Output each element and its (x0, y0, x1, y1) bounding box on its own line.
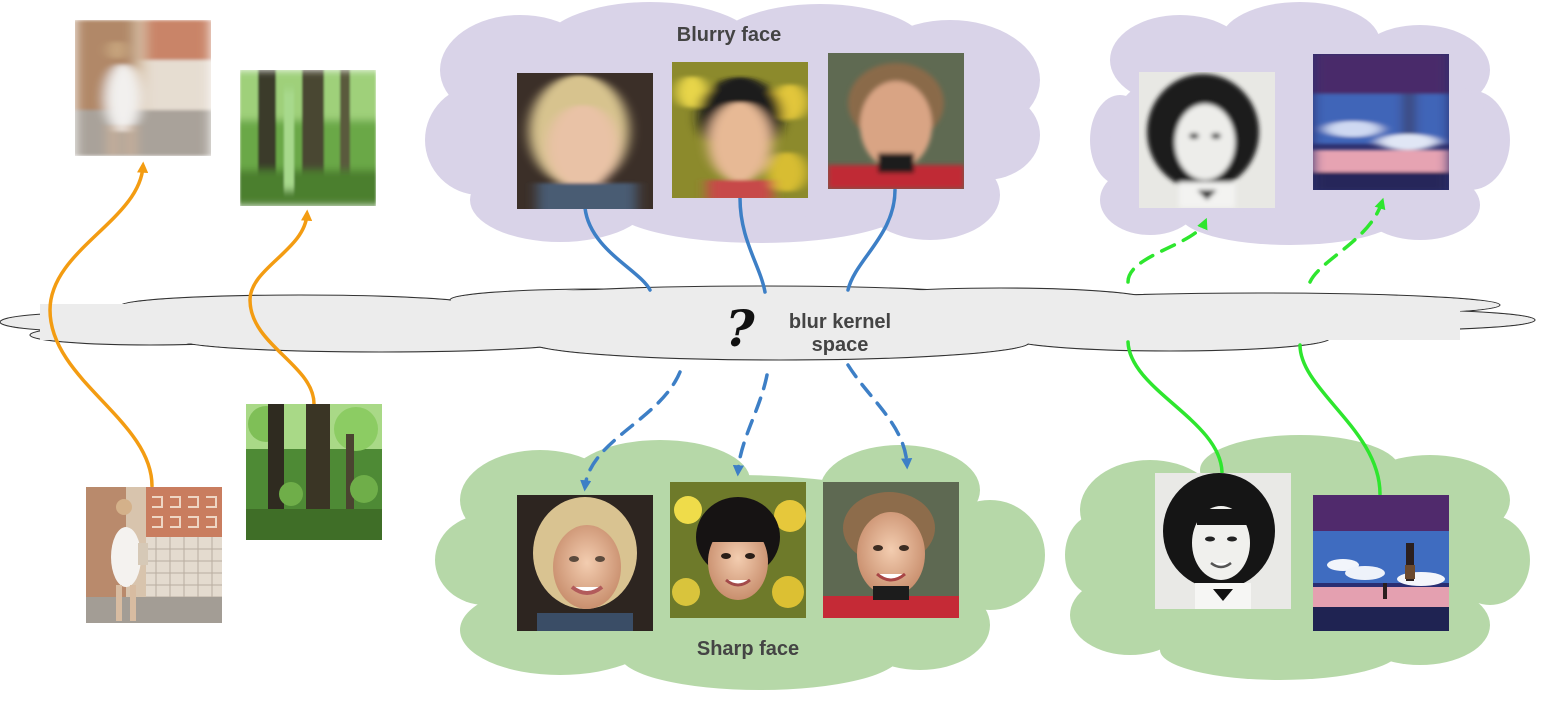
face3-blurry-photo (828, 53, 964, 189)
blur-kernel-space-cloud (0, 286, 1535, 360)
kernel-space-label-line1: blur kernel (789, 311, 891, 333)
face2-transfer-arrow (738, 375, 767, 472)
face2-sharp-photo (670, 482, 806, 618)
face2-blurry-photo (672, 62, 808, 200)
forest-blurry-photo (240, 70, 376, 206)
street-blurry-photo (75, 20, 211, 156)
face3-sharp-photo (823, 482, 959, 618)
kernel-space-label-line2: space (812, 334, 869, 356)
sharp-face-label: Sharp face (697, 638, 799, 660)
street-sharp-photo (86, 487, 222, 623)
anime-scene-blurry-photo (1313, 54, 1449, 190)
bw-portrait-sharp-photo (1155, 473, 1291, 609)
stylized-sharp-cloud (1065, 435, 1530, 680)
face1-blurry-photo (517, 73, 653, 213)
bw-portrait-blurry-photo (1139, 72, 1275, 208)
unknown-kernel-mark: ? (725, 299, 755, 358)
anime-scene-sharp-photo (1313, 495, 1449, 631)
face1-sharp-photo (517, 495, 653, 631)
blurry-face-label: Blurry face (677, 24, 782, 46)
bw-kernel-link (1128, 342, 1222, 472)
forest-sharp-photo (246, 404, 382, 540)
